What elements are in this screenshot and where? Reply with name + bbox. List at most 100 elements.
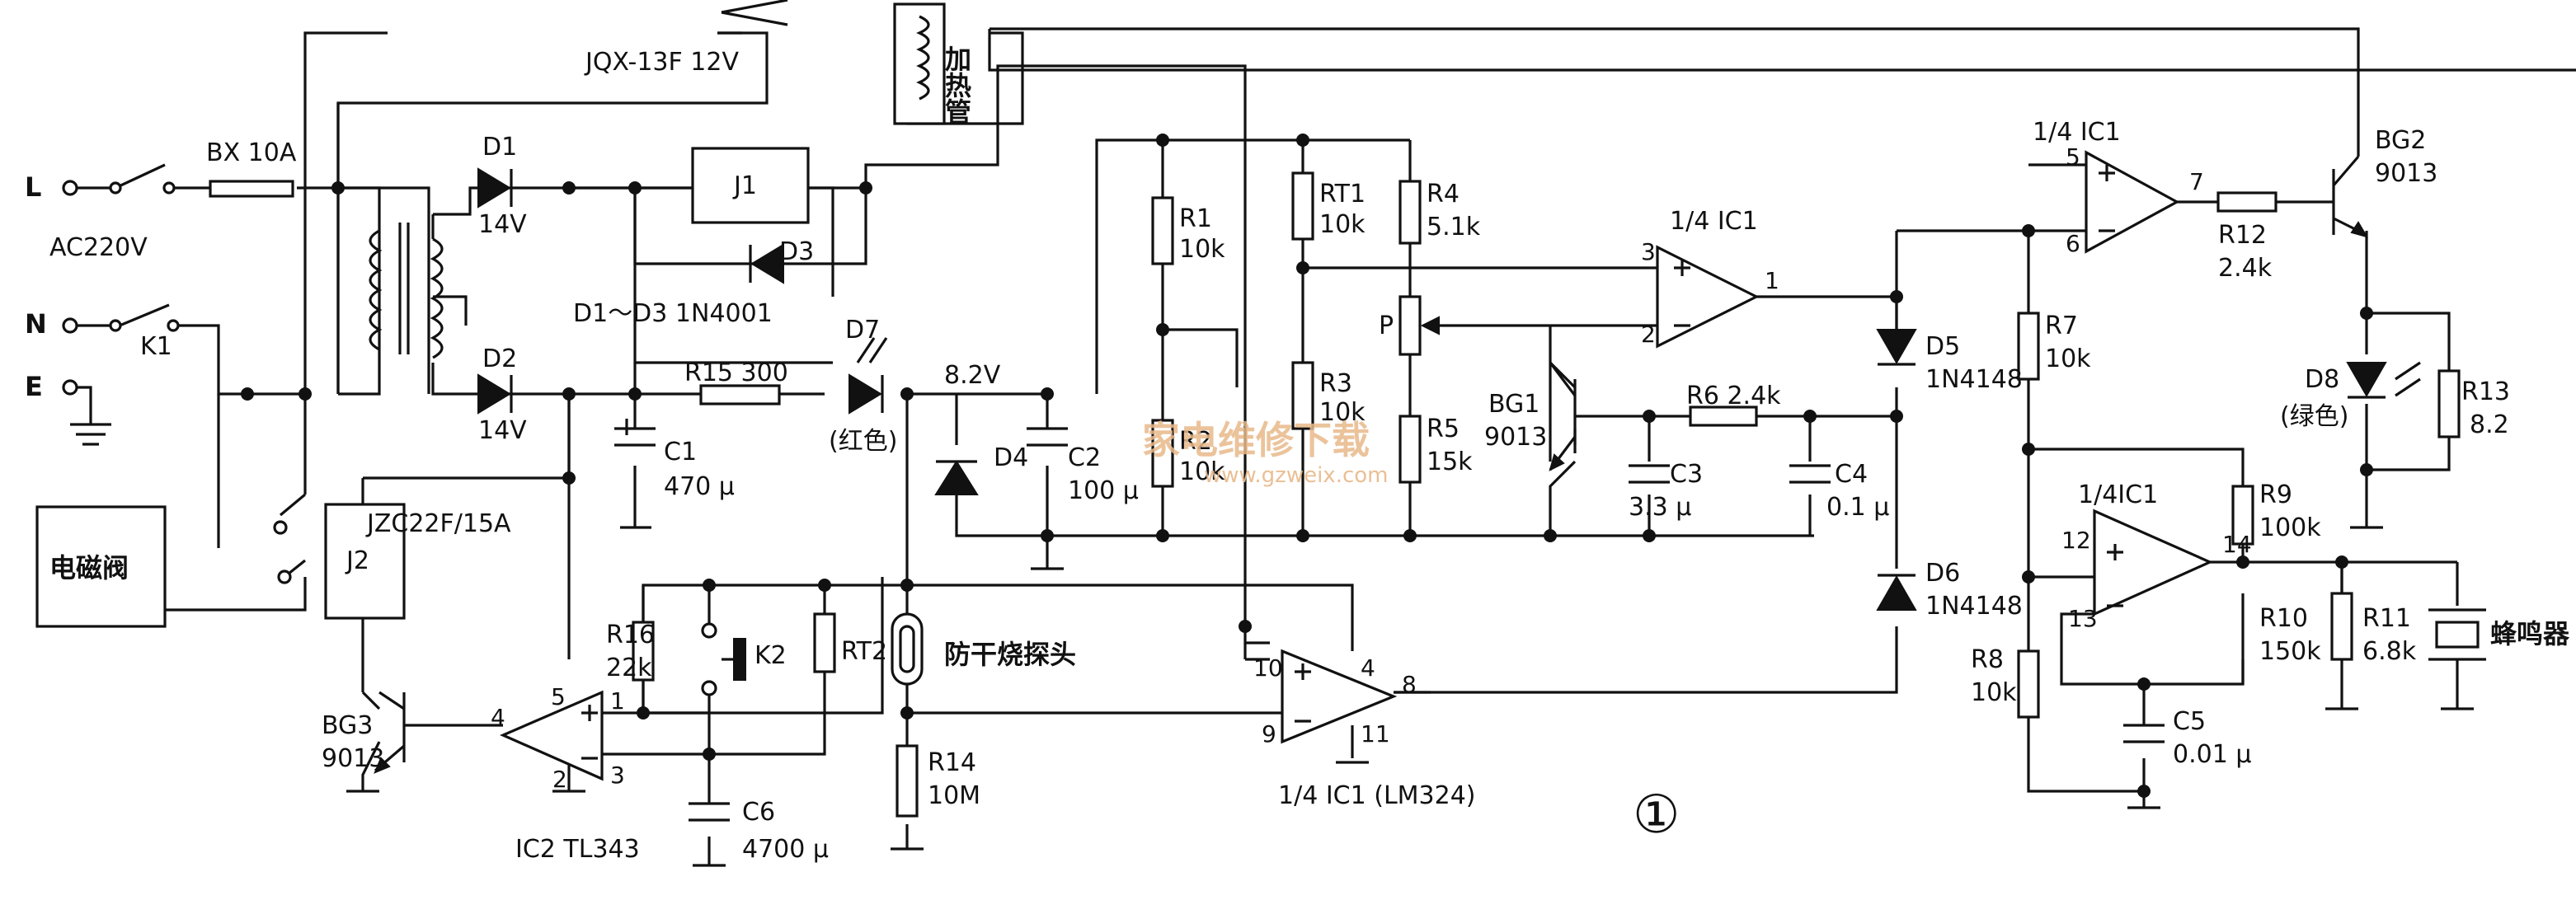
- capacitor-c5: [2123, 724, 2165, 743]
- switch-k2: [701, 622, 746, 696]
- resistor-r16: [632, 621, 655, 682]
- resistor-r1: [1151, 196, 1174, 265]
- label-c5: C5: [2173, 707, 2206, 736]
- resistor-r12: [2216, 191, 2278, 213]
- label-bg2-v: 9013: [2375, 159, 2437, 188]
- label-heater: 加热管: [941, 45, 972, 124]
- label-buzzer: 蜂鸣器: [2490, 618, 2570, 649]
- label-ic2-p3: 3: [610, 762, 625, 789]
- label-d6: D6: [1925, 559, 1960, 588]
- label-ic2-p2: 2: [552, 766, 567, 793]
- label-d1: D1: [482, 133, 517, 162]
- label-r11-v: 6.8k: [2362, 637, 2417, 666]
- label-mains-l: L: [25, 171, 41, 203]
- label-r12-v: 2.4k: [2218, 254, 2273, 283]
- label-pin12: 12: [2061, 527, 2091, 554]
- label-r14-v: 10M: [928, 781, 980, 810]
- label-pin6: 6: [2066, 230, 2080, 257]
- label-d1-v: 14V: [478, 210, 527, 239]
- led-d7: [848, 337, 888, 415]
- valve-relay-contacts: [273, 520, 292, 584]
- label-r10-v: 150k: [2259, 637, 2321, 666]
- capacitor-c6: [689, 802, 730, 822]
- transistor-bg2: [2332, 155, 2369, 238]
- label-bg1-v: 9013: [1484, 423, 1547, 452]
- label-r10: R10: [2259, 604, 2308, 633]
- label-ic2-p4: 4: [491, 704, 505, 731]
- label-r2-v: 10k: [1179, 457, 1225, 486]
- label-d4: D4: [994, 443, 1028, 472]
- label-d8: D8: [2305, 365, 2339, 394]
- label-r13-v: 8.2: [2470, 410, 2509, 439]
- label-relay-main: JQX-13F 12V: [584, 48, 739, 77]
- label-pin10: 10: [1253, 654, 1283, 682]
- label-c1-v: 470 μ: [664, 472, 735, 501]
- label-8-2v: 8.2V: [944, 361, 1001, 390]
- label-r16: R16: [606, 621, 655, 649]
- label-ic2-p1: 1: [610, 687, 625, 715]
- transistor-bg3: [374, 691, 406, 774]
- capacitor-c3: [1629, 464, 1670, 484]
- label-d7: D7: [845, 316, 880, 345]
- buzzer-symbol: [2428, 608, 2486, 661]
- label-mains-n: N: [25, 308, 47, 340]
- label-figure-number: ①: [1633, 785, 1680, 846]
- label-pin11: 11: [1361, 720, 1390, 748]
- watermark-text: 家电维修下载: [1142, 418, 1370, 462]
- label-r9-v: 100k: [2259, 513, 2321, 542]
- resistor-r7: [2017, 312, 2040, 381]
- resistor-r13: [2437, 369, 2461, 438]
- label-r3: R3: [1319, 369, 1352, 398]
- label-r15: R15 300: [684, 359, 788, 387]
- diode-d2: [477, 373, 513, 415]
- resistor-r8: [2017, 649, 2040, 719]
- resistor-r2: [1151, 419, 1174, 488]
- label-j2-type: JZC22F/15A: [365, 509, 511, 538]
- label-c3-v: 3.3 μ: [1629, 493, 1691, 522]
- label-r7: R7: [2045, 312, 2078, 340]
- label-d2-v: 14V: [478, 416, 527, 445]
- resistor-r15: [699, 384, 781, 405]
- heater-coil: [893, 2, 946, 125]
- label-ic-5: 1/4 IC1: [2033, 118, 2121, 147]
- label-bg2: BG2: [2375, 126, 2426, 155]
- heater-relay-contact: [717, 0, 788, 35]
- label-d5-v: 1N4148: [1925, 365, 2023, 394]
- relay-j1: [691, 147, 810, 224]
- opamp-ic1-a: [1656, 245, 1760, 349]
- opamp-ic1-b: [2085, 150, 2180, 254]
- solenoid-valve-box: [35, 505, 167, 628]
- ground-stubs: [346, 761, 2160, 867]
- labels: L N E AC220V BX 10A K1 JQX-13F 12V 加热管 D…: [25, 45, 2570, 864]
- resistor-r14: [895, 744, 919, 818]
- opamp-ic1-c: [2093, 509, 2213, 616]
- label-pin13: 13: [2068, 605, 2098, 632]
- label-k1: K1: [140, 332, 172, 361]
- diode-d1: [477, 167, 513, 209]
- label-pin8: 8: [1402, 671, 1417, 698]
- junction-dots: [241, 134, 2373, 798]
- diode-d5: [1876, 329, 1917, 366]
- label-valve: 电磁阀: [49, 552, 129, 584]
- label-r8-v: 10k: [1971, 678, 2017, 707]
- resistor-r10: [2330, 592, 2353, 661]
- label-d3: D3: [779, 237, 814, 266]
- label-diode-series: D1～D3 1N4001: [573, 299, 773, 328]
- resistor-r6: [1689, 405, 1758, 427]
- label-c6: C6: [742, 798, 775, 827]
- label-r5-v: 15k: [1427, 448, 1473, 476]
- label-pin3: 3: [1641, 238, 1656, 265]
- label-c5-v: 0.01 μ: [2173, 740, 2251, 769]
- relay-j2: [324, 503, 406, 620]
- transformer-symbol: [369, 223, 444, 359]
- label-ic-12: 1/4IC1: [2078, 480, 2158, 509]
- label-pin14: 14: [2222, 531, 2252, 558]
- resistor-rt2: [813, 612, 836, 673]
- label-r1: R1: [1179, 204, 1212, 233]
- label-c4: C4: [1835, 460, 1868, 489]
- label-r2: R2: [1179, 427, 1212, 456]
- label-rt2: RT2: [841, 637, 887, 666]
- label-j1: J1: [732, 171, 757, 200]
- label-j2: J2: [345, 546, 369, 575]
